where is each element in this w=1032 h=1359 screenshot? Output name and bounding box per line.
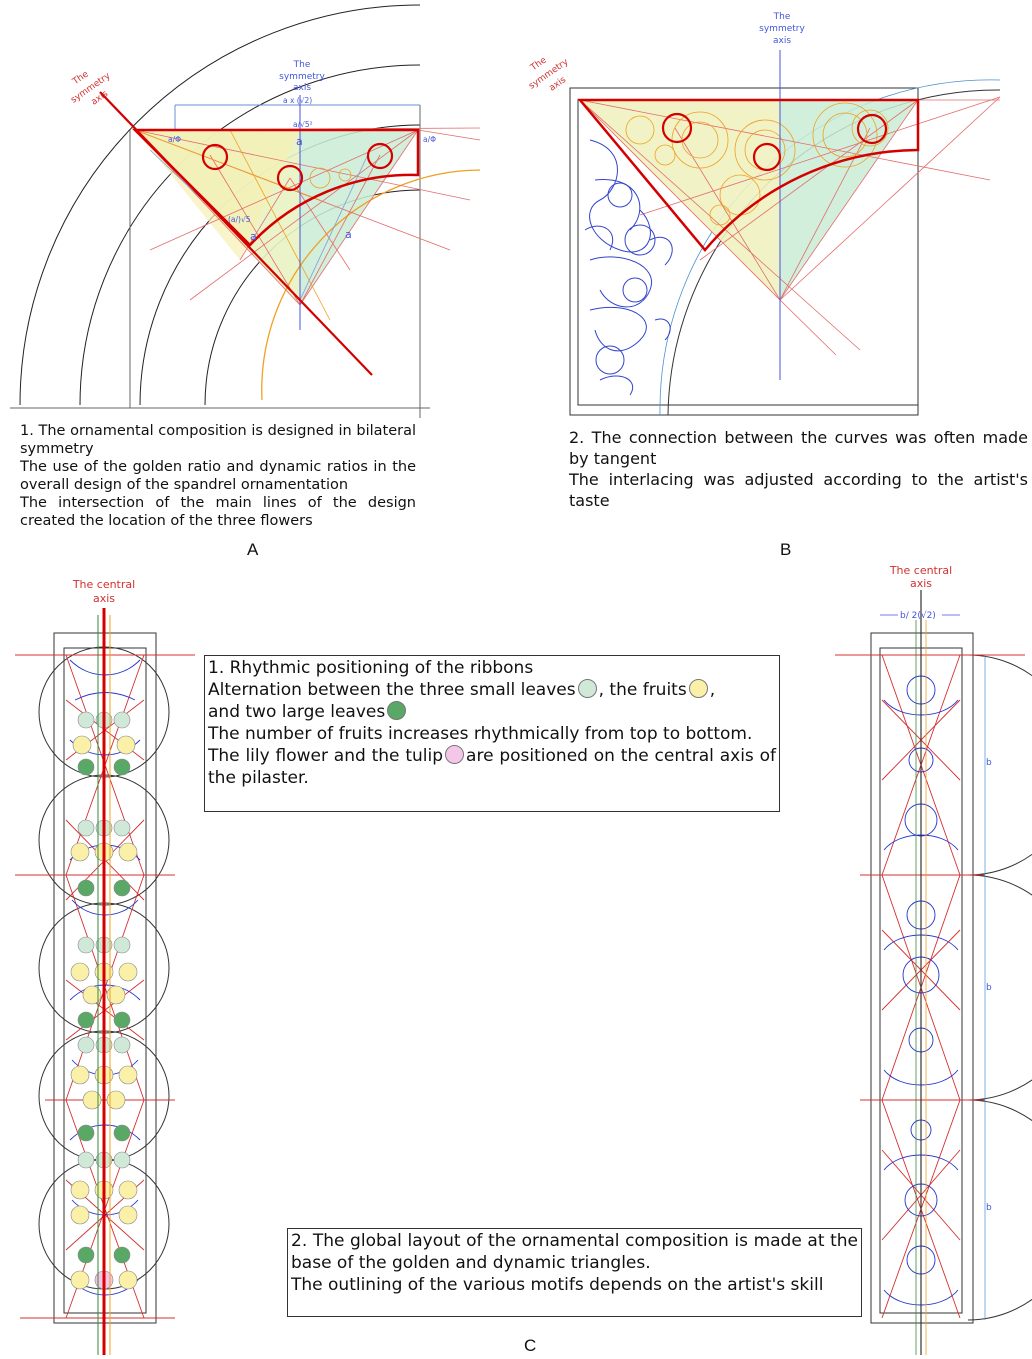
measure-label: (a/)√5	[228, 215, 251, 224]
flower-circle	[752, 142, 782, 172]
flower-circle	[856, 113, 888, 145]
textbox-global-layout: 2. The global layout of the ornamental c…	[287, 1228, 862, 1317]
measure-label: a	[345, 228, 352, 241]
measure-label: a/√5²	[293, 120, 313, 129]
small-leaf-swatch-icon	[577, 679, 597, 698]
measure-label: a	[250, 230, 257, 243]
box2-line: The outlining of the various motifs depe…	[291, 1275, 824, 1295]
fruit-swatch-icon	[688, 679, 708, 698]
flower-circle	[661, 112, 693, 144]
central-axis-label-left: The central	[72, 578, 135, 591]
box1-line: The number of fruits increases rhythmica…	[208, 724, 753, 744]
caption-a-line: The intersection of the main lines of th…	[20, 495, 416, 529]
axis-label-a: symmetry	[279, 72, 325, 82]
axis-label-b: The	[773, 12, 791, 22]
measure-label: a	[296, 135, 303, 148]
textbox-rhythmic-positioning: 1. Rhythmic positioning of the ribbons A…	[204, 655, 780, 812]
flower-circle	[201, 143, 229, 171]
pilaster-left: The central axis	[15, 578, 195, 1355]
central-axis-label-right: axis	[910, 577, 932, 590]
box2-line: 2. The global layout of the ornamental c…	[291, 1231, 858, 1273]
axis-label-b: axis	[773, 36, 791, 46]
box1-title: 1. Rhythmic positioning of the ribbons	[208, 658, 534, 678]
b-label: b	[986, 758, 992, 768]
right-measure-label: b/ 2(√2)	[900, 610, 936, 621]
panel-b-drawing: The symmetry axis The symmetry axis	[527, 12, 1001, 416]
caption-b-line: The interlacing was adjusted according t…	[569, 470, 1028, 510]
axis-label-a: axis	[293, 83, 311, 93]
panel-letter-b: B	[780, 540, 792, 559]
b-label: b	[986, 1203, 992, 1213]
caption-b-line: 2. The connection between the curves was…	[569, 428, 1028, 468]
box1-line: Alternation between the three small leav…	[208, 679, 716, 700]
caption-a-line: 1. The ornamental composition is designe…	[20, 423, 416, 457]
caption-a-line: The use of the golden ratio and dynamic …	[20, 459, 416, 493]
flower-circle	[366, 142, 394, 170]
central-axis-label-left: axis	[93, 592, 115, 605]
panel-letter-c: C	[524, 1336, 537, 1355]
measure-label: a x (√2)	[283, 96, 312, 105]
spandrel-outline	[131, 128, 420, 247]
tulip-swatch-icon	[445, 745, 465, 764]
measure-label: a/Φ	[168, 135, 181, 144]
spandrel-outline-b	[577, 98, 920, 252]
panel-letter-a: A	[247, 540, 259, 559]
caption-a: 1. The ornamental composition is designe…	[20, 422, 416, 530]
pilaster-right: The central axis b/ 2(√2) b b b	[835, 564, 1032, 1355]
b-label: b	[986, 983, 992, 993]
panel-a-drawing: The symmetry axis a x (√2) a/√5² a a/Φ a…	[10, 4, 481, 418]
axis-label-b: symmetry	[759, 24, 805, 34]
central-axis-label-right: The central	[889, 564, 952, 577]
flower-circle	[276, 164, 304, 192]
measure-label: a/Φ	[423, 135, 436, 144]
large-leaf-swatch-icon	[387, 701, 407, 720]
arc-outer	[19, 4, 421, 406]
box1-line: and two large leaves	[208, 701, 776, 723]
caption-b: 2. The connection between the curves was…	[569, 427, 1028, 511]
axis-label-a: The	[293, 60, 311, 70]
